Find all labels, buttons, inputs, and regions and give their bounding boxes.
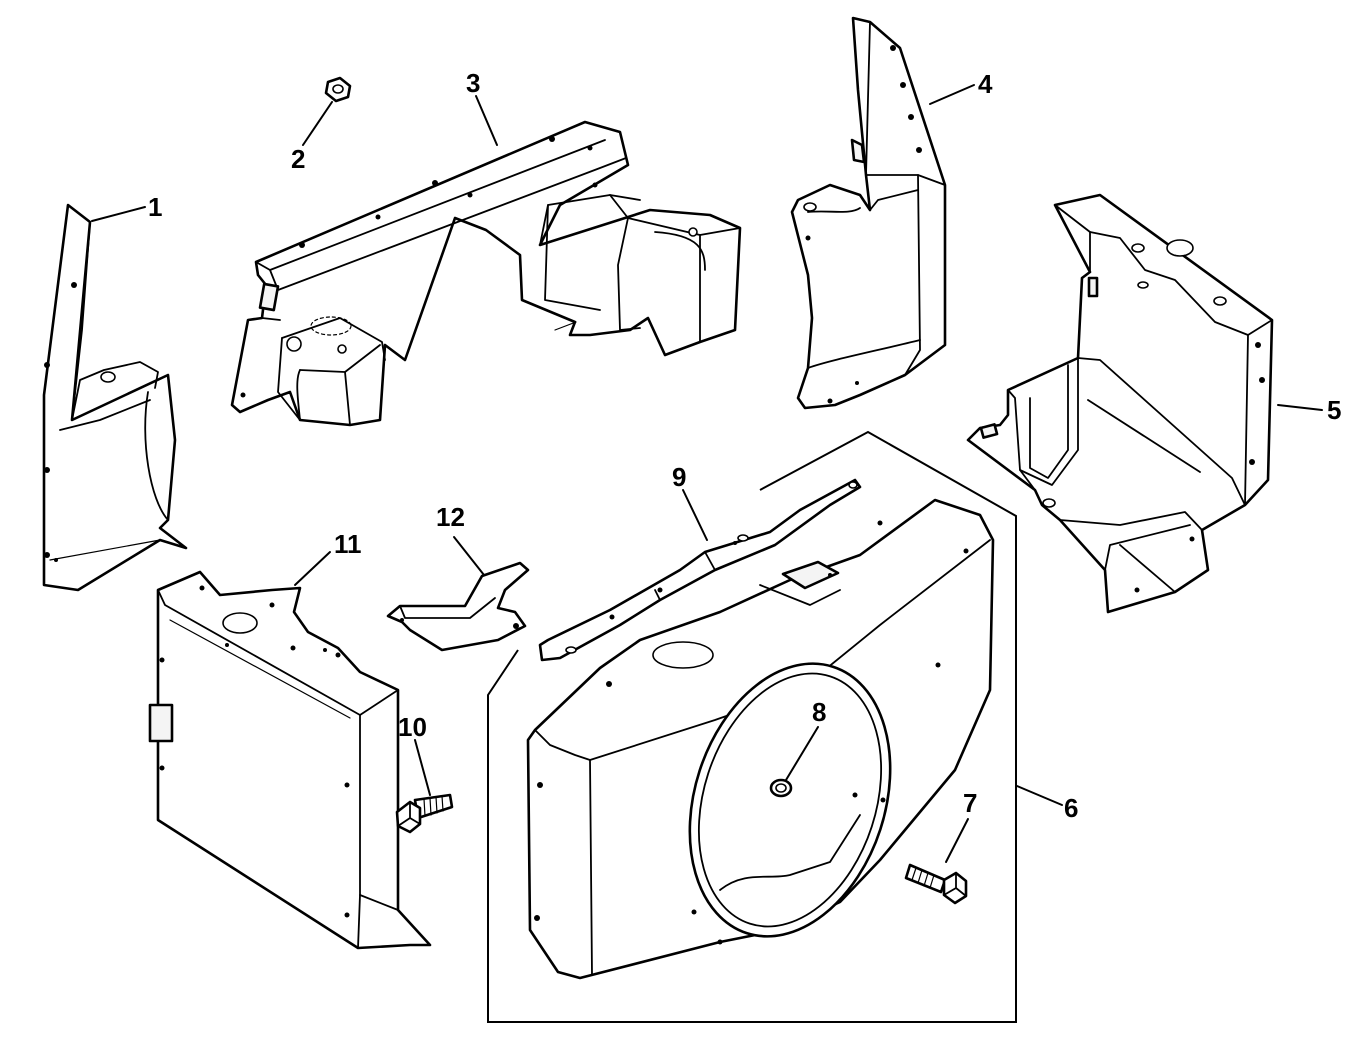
leader-3 [475, 95, 498, 146]
part-7-bolt [904, 863, 968, 905]
part-9-strip-bracket [538, 478, 862, 662]
leader-7 [945, 818, 969, 863]
leader-10 [414, 739, 431, 796]
callout-2: 2 [291, 144, 305, 174]
leader-11 [294, 551, 331, 586]
part-5-rear-housing [966, 193, 1274, 614]
callout-labels: 1 2 3 4 5 6 7 8 9 10 11 12 [148, 68, 1341, 823]
callout-11: 11 [334, 529, 362, 559]
leader-4 [929, 84, 975, 105]
callout-9: 9 [672, 462, 686, 492]
callout-12: 12 [436, 502, 465, 532]
leader-5 [1277, 404, 1323, 411]
callout-4: 4 [978, 69, 993, 99]
callout-5: 5 [1327, 395, 1341, 425]
leader-1 [91, 206, 146, 222]
part-4-right-baffle [790, 16, 947, 410]
leader-lines [91, 84, 1323, 863]
assembly-group-box [487, 430, 1017, 1023]
part-3-top-shroud [230, 120, 742, 427]
callout-10: 10 [398, 712, 427, 742]
leader-2 [302, 101, 333, 146]
leader-12 [453, 536, 485, 576]
callout-6: 6 [1064, 793, 1078, 823]
part-12-small-bracket [386, 561, 530, 652]
leader-6 [1016, 785, 1063, 806]
callout-8: 8 [812, 697, 826, 727]
callout-7: 7 [963, 788, 977, 818]
leader-9 [682, 489, 708, 541]
callout-1: 1 [148, 192, 162, 222]
leader-8 [785, 726, 819, 781]
part-6-blower-housing [526, 498, 995, 980]
part-10-bolt [395, 793, 454, 834]
part-1-left-baffle [42, 203, 188, 592]
part-2-hex-nut [324, 76, 352, 103]
part-11-front-left-shroud [148, 570, 432, 950]
callout-3: 3 [466, 68, 480, 98]
